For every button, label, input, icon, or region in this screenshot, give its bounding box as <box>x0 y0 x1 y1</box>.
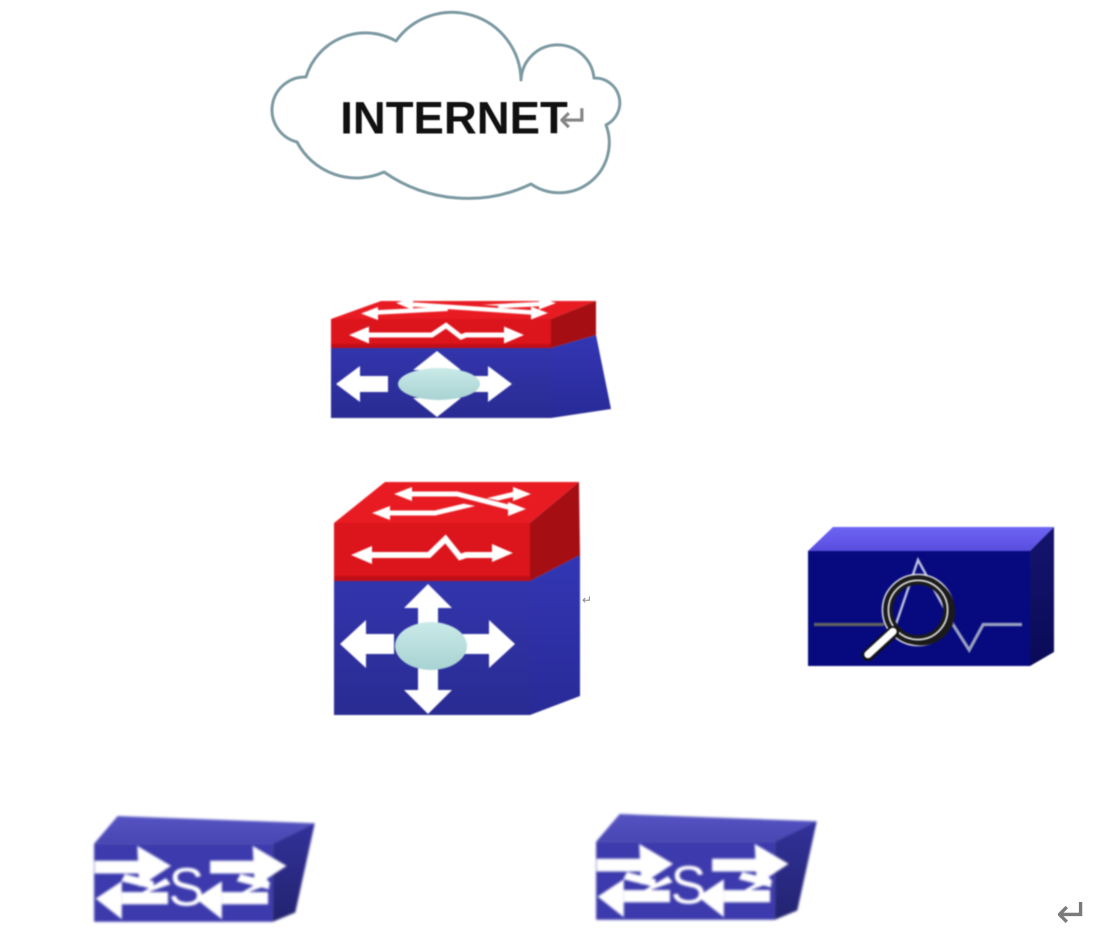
svg-text:↵: ↵ <box>559 99 591 141</box>
svg-text:INTERNET: INTERNET <box>340 93 568 144</box>
